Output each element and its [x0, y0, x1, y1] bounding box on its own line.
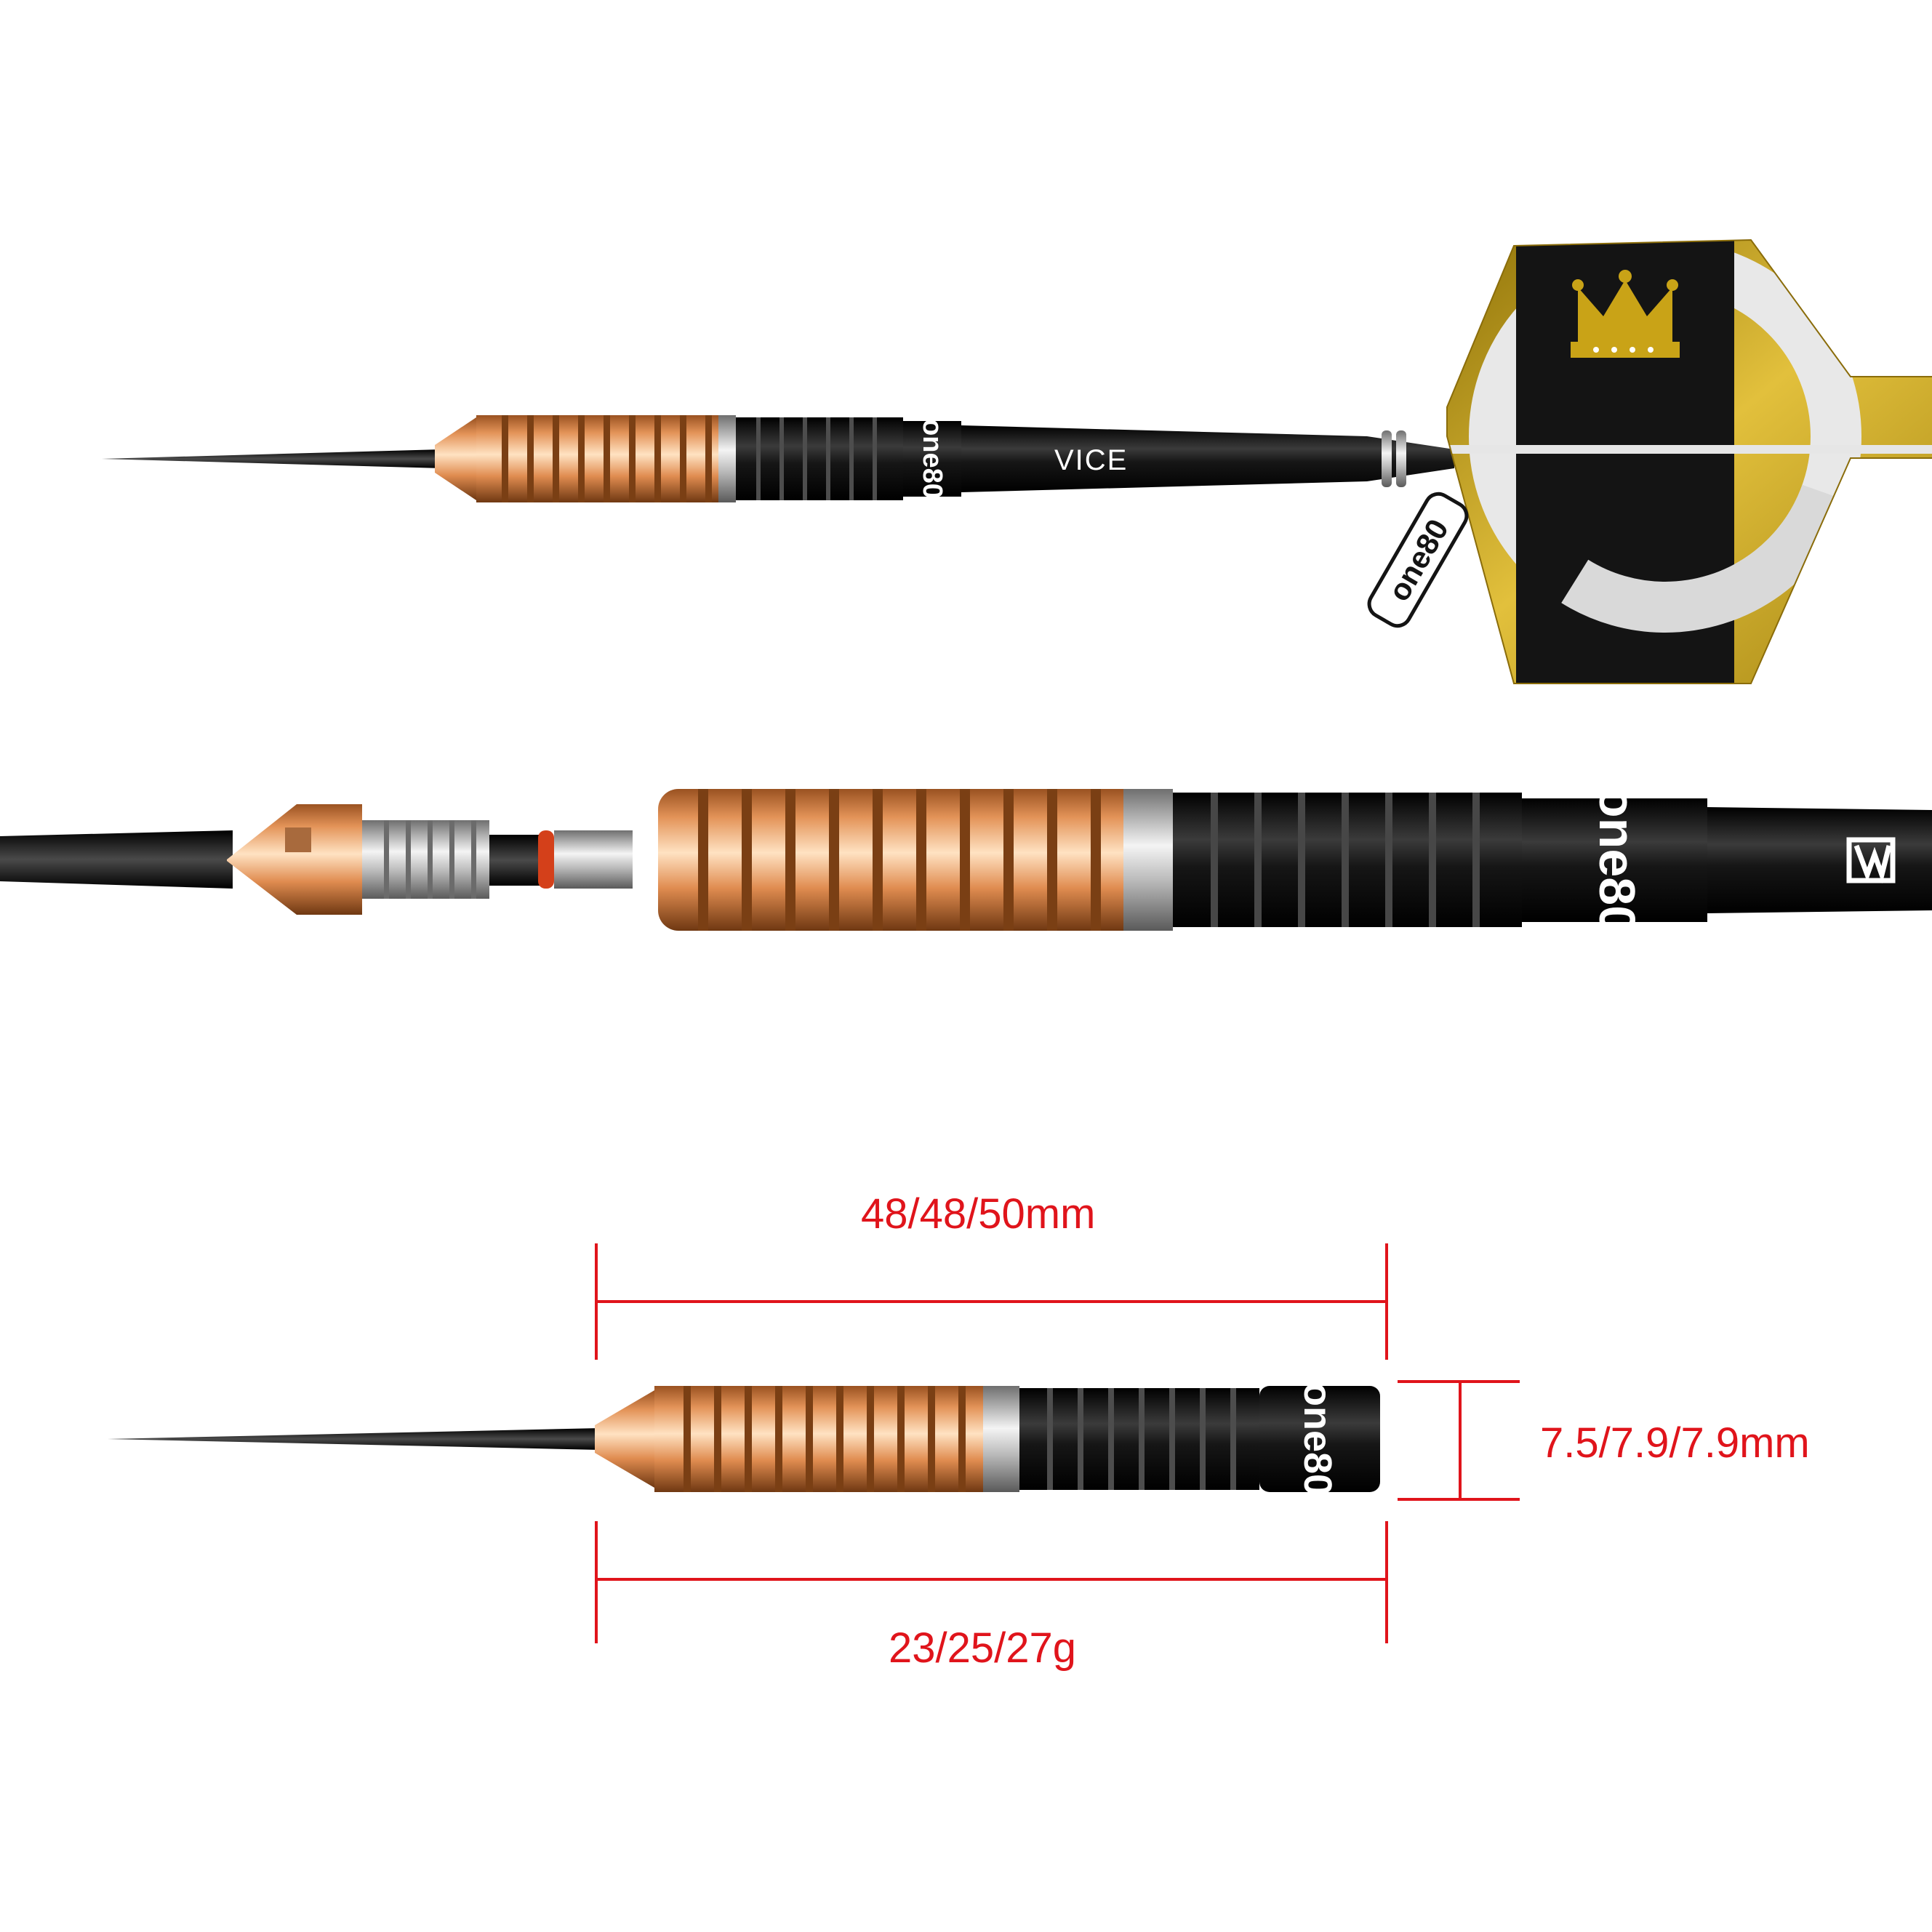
- orange-o-ring: [538, 830, 554, 889]
- weight-label: 23/25/27g: [889, 1624, 1077, 1672]
- assembled-dart: one80 VICE one80: [102, 239, 1932, 684]
- dimension-dart: one80: [108, 1382, 1380, 1496]
- dimension-lines: [595, 1243, 1520, 1643]
- vice-mark-icon: [1846, 837, 1896, 884]
- thread-screw-grooves: [384, 820, 476, 899]
- barrel-logo-text: one80: [917, 419, 947, 499]
- dim-barrel-logo-text: one80: [1296, 1382, 1339, 1496]
- shaft: [961, 425, 1454, 492]
- length-label: 48/48/50mm: [861, 1190, 1096, 1238]
- barrel-silver-ring: [1123, 789, 1173, 931]
- barrel-nose: [435, 417, 476, 500]
- weight-dimension-line: [595, 1521, 1388, 1643]
- dim-steel-point: [108, 1428, 601, 1450]
- length-dimension-line: [595, 1243, 1388, 1360]
- barrel-black-rear: [1522, 798, 1707, 922]
- diameter-dimension-line: [1398, 1380, 1520, 1501]
- dim-copper-rings: [684, 1386, 966, 1492]
- steel-point: [102, 449, 442, 468]
- dim-silver-ring: [983, 1386, 1019, 1492]
- flight: [1447, 240, 1932, 684]
- dim-barrel-nose: [595, 1390, 654, 1488]
- shaft-closeup: [1707, 807, 1932, 913]
- point-shaft: [489, 835, 540, 886]
- dim-copper-grip: [654, 1386, 989, 1492]
- barrel-logo-text-large: one80: [1589, 787, 1646, 934]
- black-grip-rings: [756, 417, 877, 500]
- shaft-brand-text: VICE: [1054, 444, 1128, 476]
- silver-ring: [718, 415, 736, 502]
- barrel-rear: [903, 421, 961, 497]
- steel-sleeve: [554, 830, 633, 889]
- barrel-copper: [658, 789, 1145, 931]
- dim-barrel-rear: [1259, 1386, 1380, 1492]
- dim-black-rings: [1047, 1388, 1236, 1490]
- barrel-copper-rings: [698, 789, 1101, 931]
- thread-screw: [362, 820, 489, 899]
- black-grip: [736, 417, 903, 500]
- point-cone: [227, 804, 362, 915]
- exploded-dart: one80: [0, 787, 1932, 934]
- point-rod: [0, 830, 233, 889]
- copper-grip-rings: [502, 415, 712, 502]
- crown-icon: [1571, 270, 1680, 358]
- shaft-ring: [1382, 430, 1406, 487]
- diameter-label: 7.5/7.9/7.9mm: [1540, 1419, 1810, 1467]
- barrel-black-rings: [1211, 793, 1480, 927]
